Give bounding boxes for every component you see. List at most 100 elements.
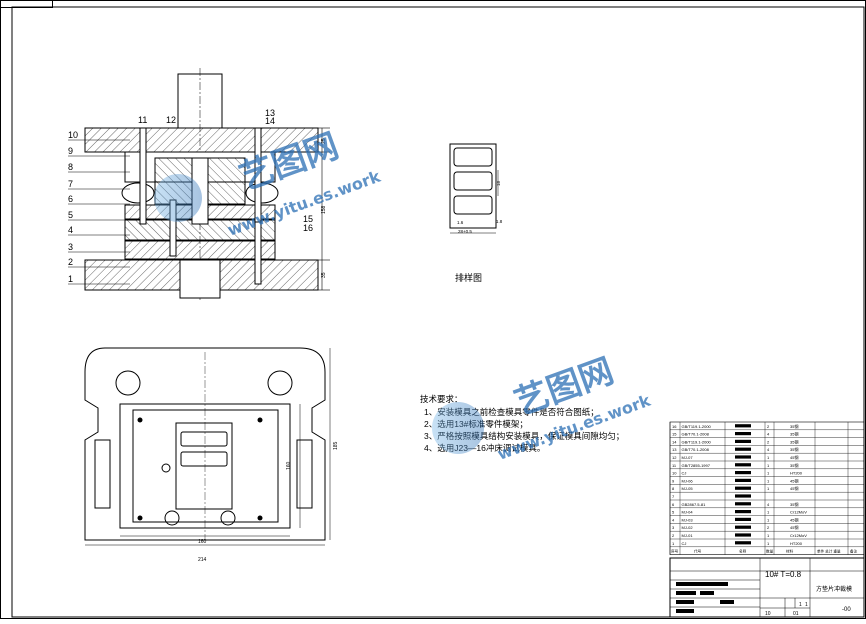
- bom-cell-code: MJ-03: [682, 517, 694, 522]
- title-sheet-a: 10: [765, 611, 771, 617]
- bom-cell-qty: 1: [767, 510, 770, 515]
- dim-plan-inner-width: 160: [198, 539, 207, 545]
- bom-redacted-name: [735, 447, 751, 451]
- bom-redacted-name: [735, 533, 751, 537]
- part-label-6: 6: [68, 194, 73, 204]
- bom-cell-no: 12: [672, 455, 677, 460]
- bom-header-cell: 单件 总计 重量: [817, 549, 841, 554]
- bom-cell-code: MJ-06: [682, 478, 694, 483]
- bom-cell-material: 35钢: [790, 446, 798, 452]
- title-scale-b: 1: [805, 602, 808, 608]
- part-label-11: 11: [138, 115, 147, 125]
- bom-cell-no: 15: [672, 432, 677, 437]
- bom-cell-material: 35钢: [790, 431, 798, 437]
- bom-redacted-name: [735, 455, 751, 459]
- bom-redacted-name: [735, 463, 751, 467]
- part-label-14: 14: [265, 116, 275, 126]
- bom-cell-material: 45钢: [790, 524, 798, 530]
- bom-redacted-name: [735, 494, 751, 498]
- bom-cell-qty: 4: [767, 432, 770, 437]
- bom-redacted-name: [735, 525, 751, 529]
- bom-cell-code: MJ-04: [682, 510, 694, 515]
- part-label-12: 12: [166, 115, 176, 125]
- dim-bottom-height: 35: [321, 272, 327, 278]
- dim-top-height: 25: [321, 138, 327, 144]
- bom-cell-material: 35钢: [790, 462, 798, 468]
- bom-cell-code: CJ: [682, 471, 687, 476]
- bom-cell-code: GB/T2855-1997: [682, 463, 711, 468]
- bom-cell-no: 7: [672, 494, 675, 499]
- bom-cell-qty: 1: [767, 455, 770, 460]
- bom-cell-material: 35钢: [790, 423, 798, 429]
- title-material-spec: 10# T=0.8: [765, 570, 802, 579]
- bom-cell-qty: 1: [767, 478, 770, 483]
- bom-header-cell: 代号: [694, 549, 702, 554]
- bom-cell-code: MJ-05: [682, 486, 694, 491]
- part-label-13: 13: [265, 108, 275, 118]
- watermark-bottom: 艺图网 www.yitu.es.work: [432, 351, 653, 464]
- bom-header-cell: 备注: [850, 549, 858, 554]
- bom-cell-no: 13: [672, 447, 677, 452]
- part-label-4: 4: [68, 225, 73, 235]
- bom-cell-no: 8: [672, 486, 675, 491]
- bom-redacted-name: [735, 541, 751, 545]
- bom-redacted-name: [735, 432, 751, 436]
- bom-cell-material: 45钢: [790, 477, 798, 483]
- bom-cell-code: MJ-02: [682, 525, 694, 530]
- bom-cell-material: HT200: [790, 541, 803, 546]
- tech-item: 1、安装模具之前检查模具零件是否符合图纸；: [424, 407, 599, 417]
- bom-cell-code: GB/T70.1-2008: [682, 447, 710, 452]
- bom-cell-code: GB2867.5-81: [682, 502, 707, 507]
- bom-cell-material: Cr12MoV: [790, 533, 807, 538]
- part-label-5: 5: [68, 210, 73, 220]
- title-block: [669, 557, 865, 618]
- bom-redacted-name: [735, 424, 751, 428]
- title-drawing-no: -00: [842, 607, 851, 613]
- bom-cell-qty: 2: [767, 525, 770, 530]
- bom-cell-no: 3: [672, 525, 675, 530]
- part-label-15: 15: [303, 214, 313, 224]
- bom-header-cell: 数量: [766, 549, 774, 554]
- tech-title: 技术要求：: [420, 394, 463, 404]
- bom-cell-qty: 1: [767, 463, 770, 468]
- bom-redacted-name: [735, 502, 751, 506]
- bom-redacted-name: [735, 517, 751, 521]
- bom-cell-qty: 1: [767, 517, 770, 522]
- bom-redacted-name: [735, 471, 751, 475]
- inner-border: [11, 6, 865, 618]
- bom-cell-qty: 1: [767, 486, 770, 491]
- corner-tab: [0, 0, 53, 8]
- part-label-8: 8: [68, 162, 73, 172]
- bom-cell-material: 45钢: [790, 454, 798, 460]
- bom-cell-qty: 1: [767, 541, 770, 546]
- dim-total-height: 158: [321, 205, 327, 214]
- bom-cell-material: HT200: [790, 471, 803, 476]
- bom-redacted-name: [735, 486, 751, 490]
- bom-redacted-name: [735, 510, 751, 514]
- bom-cell-no: 1: [672, 541, 675, 546]
- part-label-9: 9: [68, 146, 73, 156]
- bom-cell-qty: 1: [767, 533, 770, 538]
- title-part-name: 方垫片冲裁模: [816, 585, 852, 593]
- dim-strip-width: 28+0.5: [458, 229, 472, 234]
- bom-cell-no: 11: [672, 463, 677, 468]
- bom-cell-no: 2: [672, 533, 675, 538]
- dim-plan-inner-height: 160: [286, 461, 292, 470]
- bom-cell-code: MJ-01: [682, 533, 694, 538]
- bom-cell-material: Cr12MoV: [790, 510, 807, 515]
- bom-cell-no: 16: [672, 424, 677, 429]
- dim-plan-outer-height: 185: [333, 441, 339, 450]
- bom-cell-qty: 4: [767, 447, 770, 452]
- bom-cell-code: MJ-07: [682, 455, 694, 460]
- watermark-logo-icon: [432, 402, 484, 454]
- part-label-7: 7: [68, 179, 73, 189]
- bom-header-cell: 材料: [786, 549, 794, 554]
- part-label-3: 3: [68, 242, 73, 252]
- bom-cell-no: 5: [672, 510, 675, 515]
- bom-cell-qty: 1: [767, 471, 770, 476]
- bom-cell-code: GB/T70.1-2008: [682, 432, 710, 437]
- part-label-10: 10: [68, 130, 78, 140]
